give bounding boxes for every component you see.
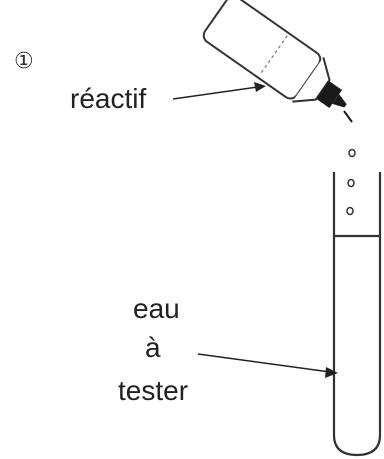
water-label-line-3: tester [118, 375, 188, 406]
drop [346, 206, 354, 216]
bottle-nozzle [332, 94, 347, 108]
water-label-line-1: eau [133, 293, 180, 324]
test-tube [332, 172, 382, 457]
bottle-cap [316, 80, 343, 109]
drop [347, 178, 355, 188]
falling-drops [346, 148, 356, 216]
bottle-liquid-level [259, 35, 288, 76]
water-label-line-2: à [145, 332, 161, 363]
step-number: ① [14, 49, 34, 74]
dropper-bottle [202, 0, 353, 123]
reagent-arrow [172, 82, 266, 100]
nozzle-tip [343, 110, 353, 123]
water-arrow [197, 353, 338, 378]
reagent-label: réactif [70, 83, 146, 114]
drop [348, 148, 356, 158]
test-tube-outline [332, 172, 382, 457]
